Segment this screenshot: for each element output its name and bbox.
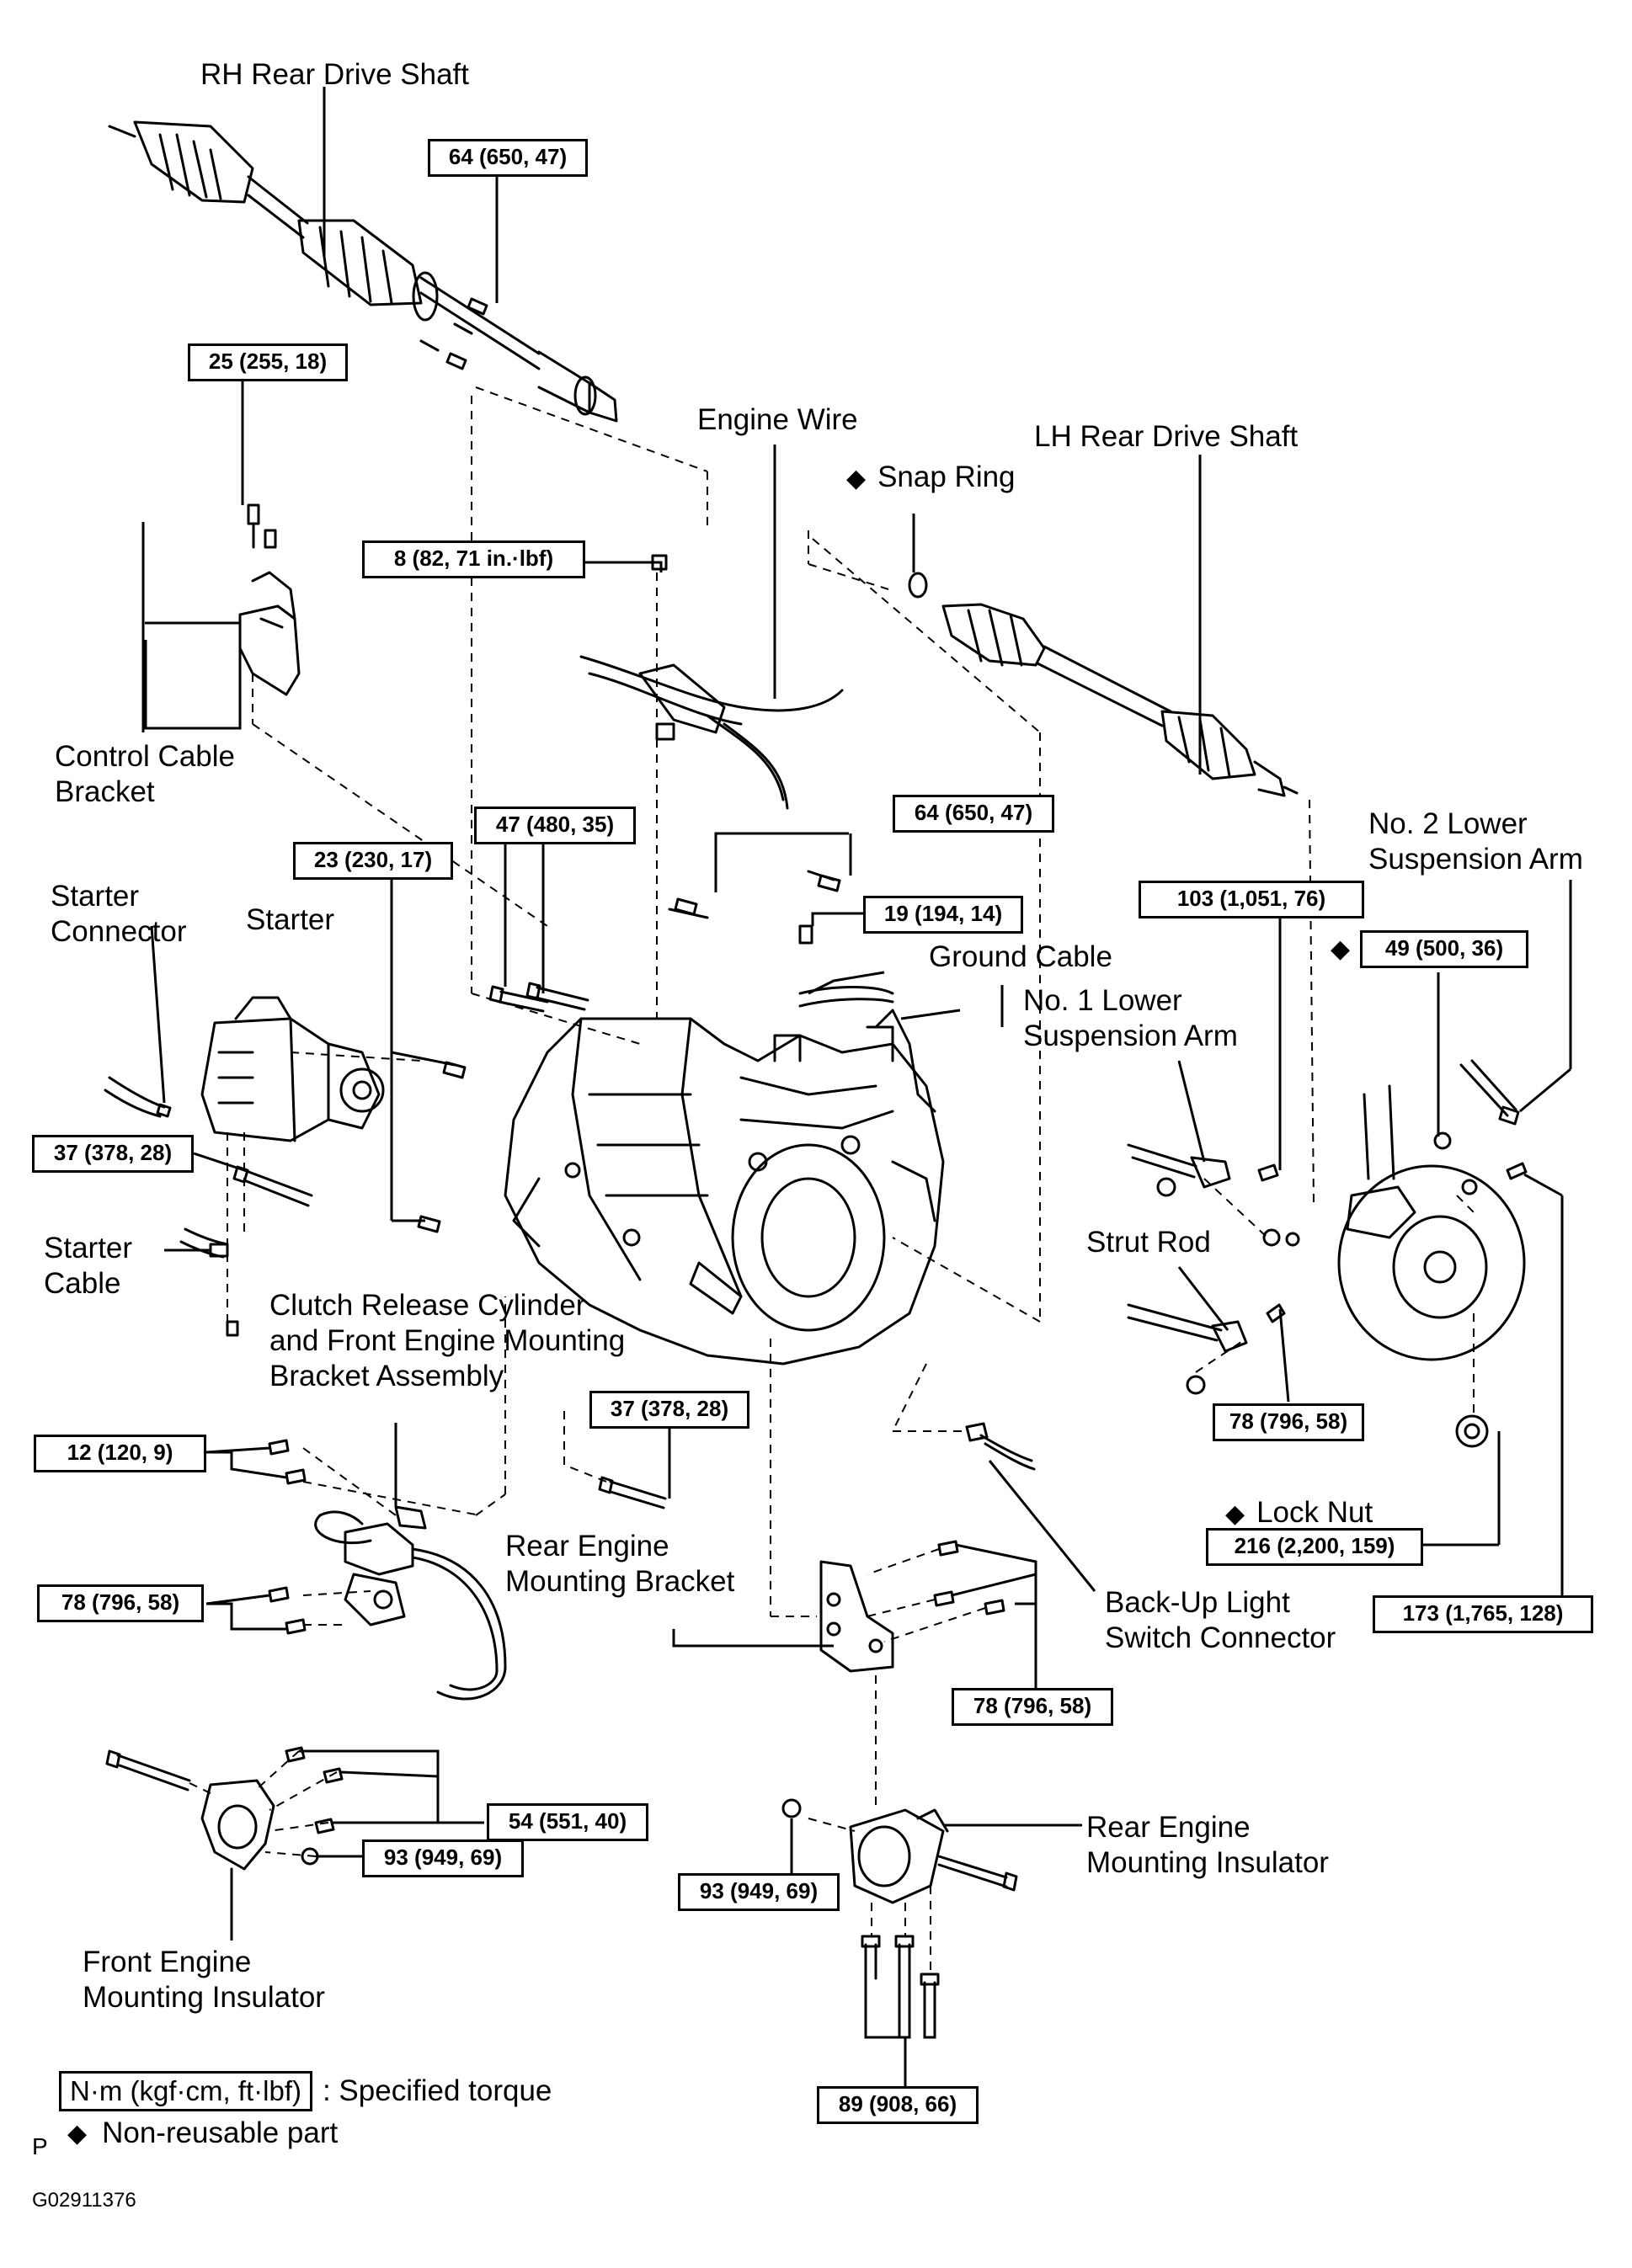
lock-nut-text: Lock Nut	[1256, 1496, 1373, 1529]
clutch-line3: Bracket Assembly	[269, 1360, 504, 1392]
torque-box: 47 (480, 35)	[474, 807, 636, 844]
torque-box: 37 (378, 28)	[589, 1391, 749, 1429]
clutch-line1: Clutch Release Cylinder	[269, 1289, 586, 1322]
torque-box: 78 (796, 58)	[37, 1584, 204, 1622]
backup-line2: Switch Connector	[1105, 1621, 1336, 1654]
lock-nut-label: ◆ Lock Nut	[1225, 1495, 1373, 1532]
backup-light-switch-connector-label: Back-Up Light Switch Connector	[1105, 1585, 1336, 1656]
lower-suspension-arms-part	[1127, 1059, 1520, 1353]
torque-box: 64 (650, 47)	[893, 795, 1054, 833]
rear-engine-mounting-bracket-label: Rear Engine Mounting Bracket	[505, 1529, 734, 1600]
figure-code: G02911376	[32, 2189, 136, 2212]
starter-part	[104, 996, 385, 1142]
non-reusable-diamond-icon: ◆	[67, 2119, 88, 2148]
rear-mounting-bracket-part	[819, 1560, 894, 1673]
starter-cable-line1: Starter	[44, 1232, 133, 1264]
transaxle-body-part	[504, 1009, 945, 1366]
rh-drive-shaft-part	[108, 120, 618, 423]
backup-line1: Back-Up Light	[1105, 1586, 1290, 1619]
clutch-release-cylinder-label: Clutch Release Cylinder and Front Engine…	[269, 1288, 625, 1394]
front-insulator-line1: Front Engine	[83, 1946, 252, 1978]
strut-rod-label: Strut Rod	[1086, 1226, 1211, 1259]
rear-engine-mounting-insulator-label: Rear Engine Mounting Insulator	[1086, 1810, 1329, 1881]
torque-box: 64 (650, 47)	[428, 139, 588, 177]
no1-lower-suspension-arm-label: No. 1 Lower Suspension Arm	[1023, 983, 1238, 1054]
starter-cable-part	[179, 1227, 239, 1337]
torque-box: 8 (82, 71 in.·lbf)	[362, 540, 585, 578]
starter-cable-line2: Cable	[44, 1267, 121, 1300]
control-cable-bracket-label: Control Cable Bracket	[55, 739, 235, 810]
lh-drive-shaft-label: LH Rear Drive Shaft	[1034, 420, 1299, 453]
rear-insulator-line2: Mounting Insulator	[1086, 1846, 1329, 1879]
torque-box: 216 (2,200, 159)	[1206, 1528, 1423, 1566]
legend-torque-description: : Specified torque	[322, 2074, 552, 2107]
torque-box: 89 (908, 66)	[817, 2086, 979, 2124]
torque-box: 54 (551, 40)	[487, 1803, 648, 1841]
torque-box: 93 (949, 69)	[362, 1839, 524, 1877]
snap-ring-label: ◆ Snap Ring	[846, 460, 1016, 497]
rh-drive-shaft-label: RH Rear Drive Shaft	[200, 58, 469, 91]
starter-connector-line1: Starter	[51, 880, 140, 913]
no2-arm-line1: No. 2 Lower	[1368, 807, 1528, 840]
torque-box: 19 (194, 14)	[863, 896, 1023, 934]
starter-label: Starter	[246, 903, 335, 936]
front-insulator-part	[105, 1746, 344, 1896]
legend-torque-box: N·m (kgf·cm, ft·lbf)	[59, 2071, 312, 2111]
rear-bracket-line1: Rear Engine	[505, 1530, 669, 1563]
no1-arm-line1: No. 1 Lower	[1023, 984, 1182, 1017]
engine-wire-part	[579, 655, 844, 810]
torque-box: 12 (120, 9)	[34, 1435, 206, 1472]
front-insulator-line2: Mounting Insulator	[83, 1981, 325, 2014]
torque-box: 25 (255, 18)	[188, 343, 348, 381]
control-cable-bracket-line1: Control Cable	[55, 740, 235, 773]
torque-box: 23 (230, 17)	[293, 842, 453, 880]
clutch-release-cylinder-part	[314, 1505, 507, 1701]
starter-connector-line2: Connector	[51, 915, 187, 948]
torque-box: 78 (796, 58)	[1213, 1403, 1364, 1441]
starter-cable-label: Starter Cable	[44, 1231, 132, 1302]
starter-connector-label: Starter Connector	[51, 879, 186, 950]
torque-box: 49 (500, 36)	[1360, 930, 1528, 968]
torque-box: 103 (1,051, 76)	[1139, 881, 1364, 918]
snap-ring-text: Snap Ring	[877, 461, 1016, 493]
rear-bracket-line2: Mounting Bracket	[505, 1565, 735, 1598]
front-engine-mounting-insulator-label: Front Engine Mounting Insulator	[83, 1945, 325, 2015]
control-cable-bracket-part	[238, 503, 301, 696]
page-letter: P	[32, 2133, 48, 2159]
legend: N·m (kgf·cm, ft·lbf) : Specified torque …	[59, 2071, 552, 2150]
non-reusable-diamond-icon: ◆	[1225, 1500, 1245, 1528]
torque-box: 37 (378, 28)	[32, 1135, 194, 1173]
torque-box: 93 (949, 69)	[678, 1873, 840, 1911]
torque-box: 173 (1,765, 128)	[1373, 1595, 1593, 1633]
torque-box: 78 (796, 58)	[952, 1688, 1113, 1726]
torque-49-group: ◆	[1331, 930, 1362, 967]
ground-cable-label: Ground Cable	[929, 940, 1112, 973]
rear-insulator-line1: Rear Engine	[1086, 1811, 1251, 1844]
lh-drive-shaft-part	[908, 572, 1299, 797]
engine-wire-label: Engine Wire	[697, 403, 858, 436]
non-reusable-diamond-icon: ◆	[846, 465, 867, 492]
legend-non-reusable-text: Non-reusable part	[102, 2116, 339, 2149]
no2-lower-suspension-arm-label: No. 2 Lower Suspension Arm	[1368, 807, 1583, 877]
control-cable-bracket-line2: Bracket	[55, 775, 155, 808]
no2-arm-line2: Suspension Arm	[1368, 843, 1583, 876]
clutch-line2: and Front Engine Mounting	[269, 1324, 626, 1357]
steering-knuckle-part	[1337, 1084, 1526, 1448]
no1-arm-line2: Suspension Arm	[1023, 1020, 1238, 1052]
non-reusable-diamond-icon: ◆	[1331, 935, 1351, 963]
